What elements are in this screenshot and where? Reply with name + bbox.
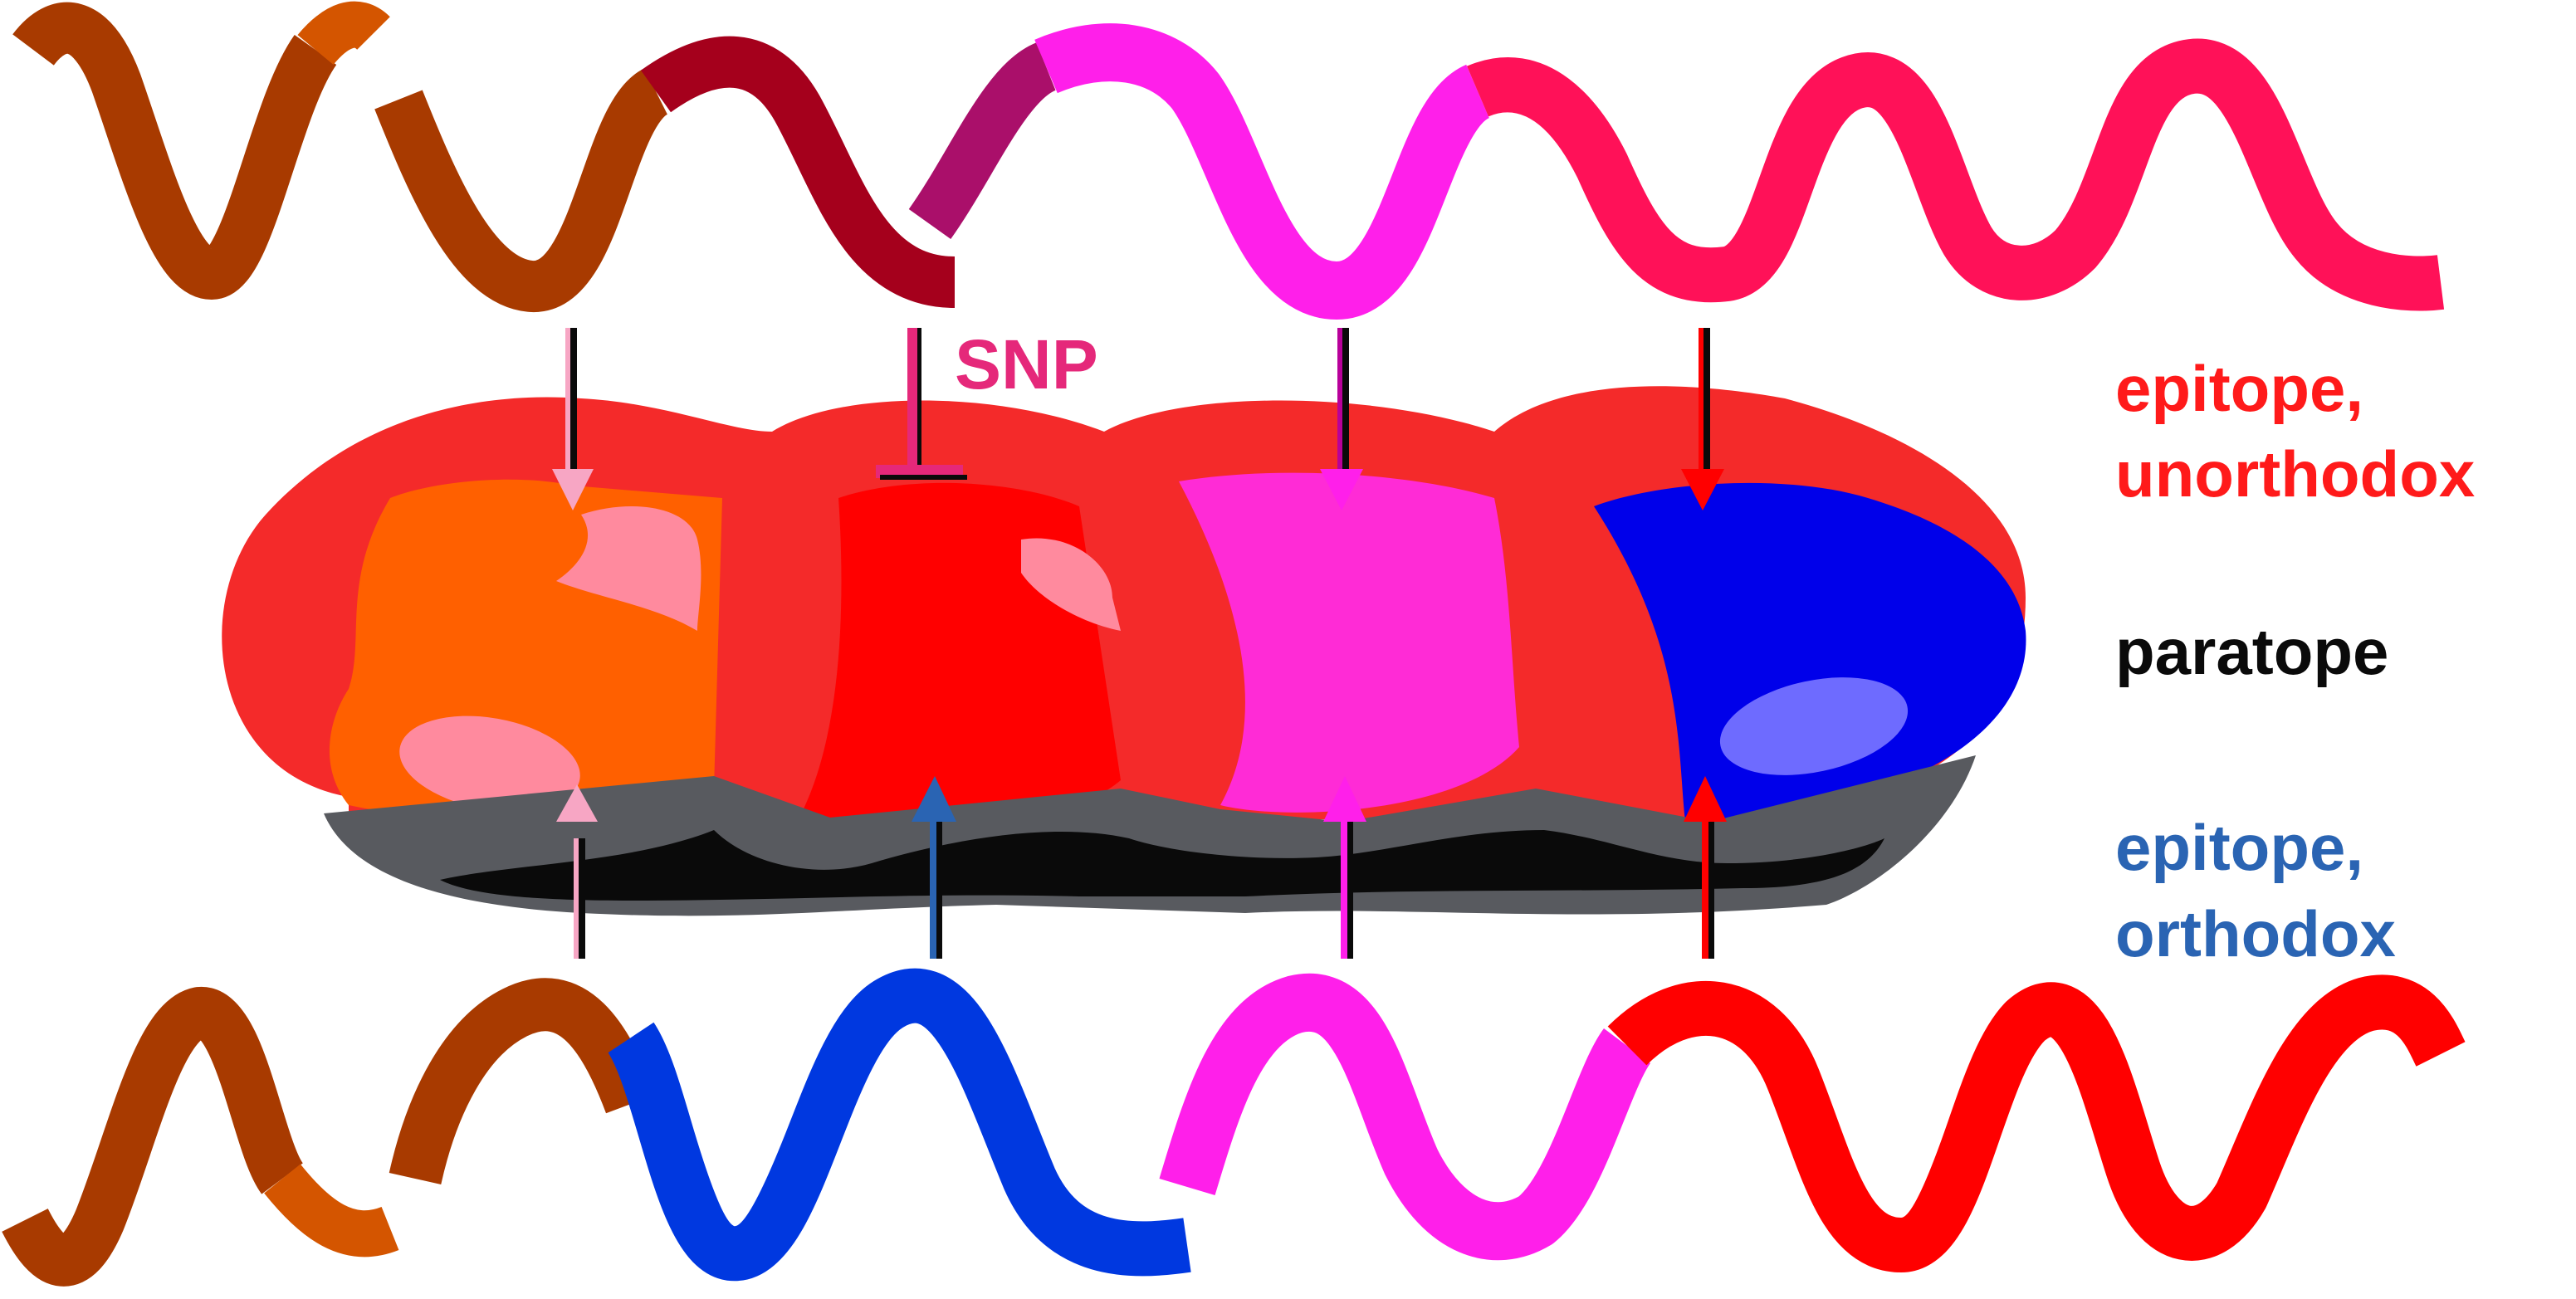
top-ribbon-segment-purple [908, 42, 1058, 240]
top-ribbon-segment-brown-2 [374, 68, 671, 312]
bottom-ribbon-segment-magenta [1159, 973, 1652, 1261]
legend-paratope: paratope [2115, 615, 2388, 688]
bottom-arrow-3 [1323, 776, 1366, 959]
top-ribbon-segment-magenta [1034, 23, 1493, 320]
base-black [440, 830, 1884, 901]
bottom-ribbon-segment-red [1607, 974, 2466, 1272]
bottom-ribbon-segment-brown-2 [389, 978, 656, 1185]
bottom-ribbon-segment-brown [2, 987, 305, 1287]
red-chamber-pink-accent [1021, 538, 1121, 631]
bottom-arrow-4 [1684, 776, 1727, 959]
bottom-ribbon-segment-orange-brown [264, 1164, 399, 1257]
legend-epitope-orthodox-line2: orthodox [2115, 897, 2396, 970]
antibody-base [324, 755, 1976, 916]
bottom-epitope-ribbon [2, 968, 2466, 1287]
antibody-body [222, 386, 2026, 826]
bottom-arrow-1 [556, 784, 598, 959]
bottom-arrow-2 [912, 776, 956, 959]
snp-label: SNP [955, 325, 1098, 403]
legend-epitope-orthodox-line1: epitope, [2115, 811, 2363, 884]
top-ribbon-segment-dark-red [640, 36, 956, 308]
blue-chamber-lavender-oval [1719, 677, 1909, 775]
top-ribbon-segment-orange-brown [297, 1, 390, 66]
legend-epitope-unorthodox-line2: unorthodox [2115, 437, 2475, 510]
top-arrow-3 [1320, 328, 1363, 510]
antibody-chamber-magenta [1179, 472, 1519, 813]
binding-arrows [552, 328, 1727, 959]
top-arrow-2-snp [876, 328, 967, 480]
legend-epitope-unorthodox-line1: epitope, [2115, 352, 2363, 425]
orange-chamber-pink-accent [556, 506, 701, 631]
top-ribbon-segment-brown [12, 2, 337, 300]
bottom-ribbon-segment-blue [607, 968, 1191, 1282]
top-arrow-4 [1681, 328, 1724, 510]
top-epitope-ribbon [12, 1, 2445, 320]
legend: epitope, unorthodox paratope epitope, or… [2115, 352, 2475, 970]
antibody-chamber-blue [1594, 482, 2026, 822]
antibody-chamber-red [797, 482, 1121, 826]
top-arrow-1 [552, 328, 594, 510]
top-ribbon-segment-pink-red [1467, 38, 2445, 311]
orange-chamber-pink-oval [399, 715, 580, 812]
